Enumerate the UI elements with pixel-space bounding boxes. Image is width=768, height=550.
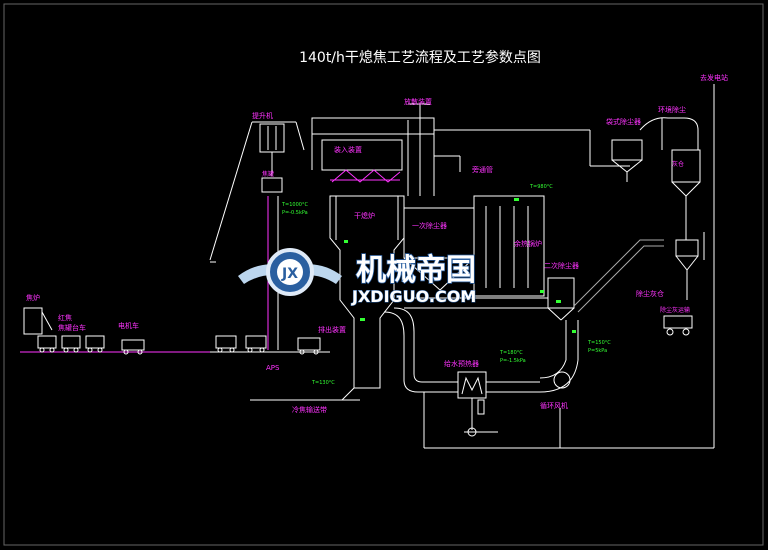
parameter-points: T=1000°C P=-0.5kPa T=980°C T=180°C P=-1.… bbox=[281, 184, 611, 386]
dust-duct bbox=[573, 239, 664, 313]
param-5: P=-1.5kPa bbox=[500, 358, 526, 364]
label-coke-oven: 焦炉 bbox=[26, 293, 40, 302]
label-ash-bin: 灰仓 bbox=[672, 160, 684, 168]
waste-heat-boiler bbox=[473, 195, 545, 297]
label-circ-fan: 循环风机 bbox=[540, 401, 568, 410]
label-cooling-chamber: 干熄炉 bbox=[354, 211, 375, 220]
coke-oven-area bbox=[20, 307, 330, 353]
lift-structure bbox=[209, 121, 305, 350]
coke-tank-cars bbox=[37, 335, 321, 355]
drawing-frame bbox=[3, 3, 764, 546]
label-bypass: 旁通管 bbox=[472, 165, 493, 174]
label-coke-cart: 电机车 bbox=[118, 321, 139, 330]
label-aps: APS bbox=[266, 364, 280, 372]
label-coke-bucket: 焦罐 bbox=[262, 170, 274, 178]
label-to-steam: 去发电站 bbox=[700, 73, 728, 82]
label-dust-bin: 除尘灰仓 bbox=[636, 289, 664, 298]
label-hot-coke: 红焦 bbox=[58, 313, 72, 322]
param-4: T=180°C bbox=[499, 350, 523, 356]
label-discharge: 排出装置 bbox=[318, 325, 346, 334]
param-6: T=150°C bbox=[587, 340, 611, 346]
param-2: P=-0.5kPa bbox=[282, 210, 308, 216]
secondary-dust-collector bbox=[547, 277, 575, 321]
label-lift: 提升机 bbox=[252, 111, 273, 120]
emblem-text: JX bbox=[281, 266, 298, 282]
brand-cn: 机械帝国 bbox=[356, 253, 476, 288]
circulating-fan bbox=[553, 371, 571, 389]
parameter-markers bbox=[344, 198, 576, 333]
param-8: T=130°C bbox=[311, 380, 335, 386]
label-boiler: 余热锅炉 bbox=[514, 239, 542, 248]
bottom-return-line bbox=[423, 84, 715, 449]
label-cold-coke-belt: 冷焦输送带 bbox=[292, 405, 327, 414]
label-loading: 装入装置 bbox=[334, 145, 362, 154]
param-1: T=1000°C bbox=[281, 202, 308, 208]
label-coke-tank-car: 焦罐台车 bbox=[58, 323, 86, 332]
gas-circulation-loop bbox=[383, 297, 579, 393]
param-3: T=980°C bbox=[529, 184, 553, 190]
label-bag-filter: 袋式除尘器 bbox=[606, 117, 641, 126]
feedwater-heater bbox=[457, 371, 487, 399]
environment-dust-system bbox=[611, 117, 705, 336]
label-top-vent: 放散装置 bbox=[404, 97, 432, 106]
watermark: JX 机械帝国 JXDIGUO.COM bbox=[238, 248, 477, 307]
label-secondary-dust: 二次除尘器 bbox=[544, 261, 579, 270]
brand-en: JXDIGUO.COM bbox=[351, 287, 476, 306]
diagram-title: 140t/h干熄焦工艺流程及工艺参数点图 bbox=[299, 49, 541, 66]
label-env-dust: 环境除尘 bbox=[658, 105, 686, 114]
coke-oven-block bbox=[23, 307, 43, 335]
top-piping bbox=[311, 103, 630, 196]
param-7: P=5kPa bbox=[588, 348, 607, 354]
label-primary-dust: 一次除尘器 bbox=[412, 221, 447, 230]
label-feedwater-heater: 给水预热器 bbox=[444, 359, 479, 368]
feed-pump bbox=[464, 398, 498, 437]
label-dust-truck: 除尘灰运输 bbox=[660, 306, 690, 314]
